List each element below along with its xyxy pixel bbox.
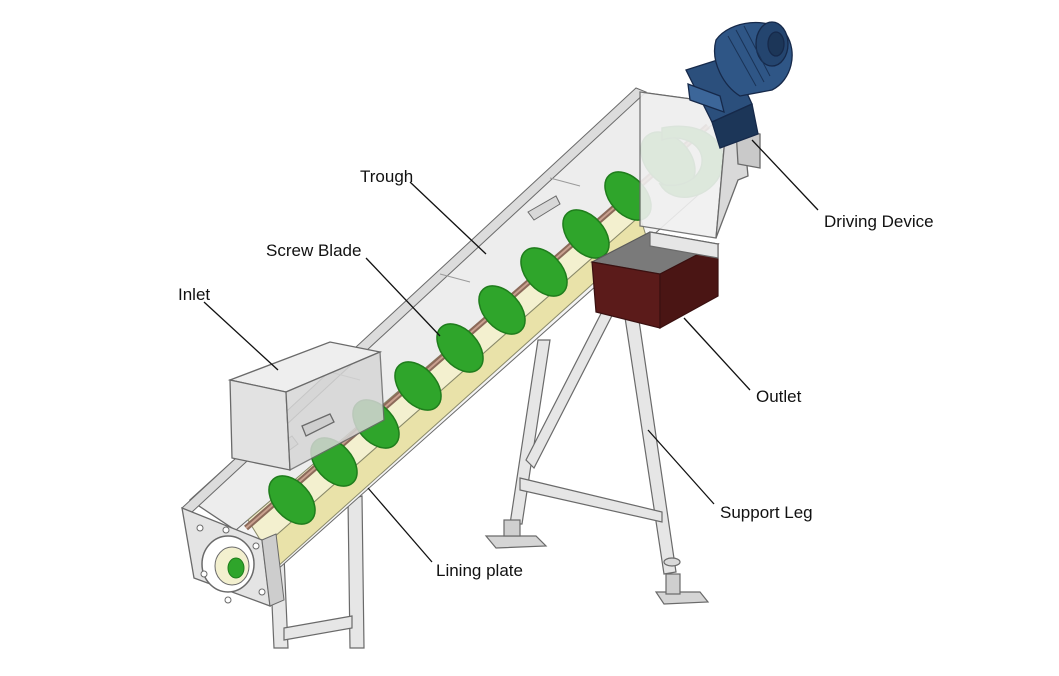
driving-device <box>685 21 793 149</box>
label-trough: Trough <box>360 167 413 186</box>
label-support-leg: Support Leg <box>720 503 813 522</box>
leader-lining-plate <box>367 487 433 563</box>
leader-support-leg <box>647 429 715 505</box>
label-lining-plate: Lining plate <box>436 561 523 580</box>
label-screw-blade: Screw Blade <box>266 241 361 260</box>
discharge-housing <box>639 91 761 239</box>
label-outlet: Outlet <box>756 387 802 406</box>
leader-screw-blade <box>365 257 441 337</box>
callout-labels: Driving Device Trough Screw Blade Inlet … <box>178 167 934 580</box>
inlet-flange <box>181 506 285 607</box>
inlet <box>227 341 385 472</box>
leader-trough <box>409 181 487 255</box>
outlet <box>590 231 720 330</box>
label-driving-device: Driving Device <box>824 212 934 231</box>
leader-lines <box>203 139 819 563</box>
leader-driving-device <box>751 139 819 211</box>
leader-outlet <box>683 317 751 391</box>
label-inlet: Inlet <box>178 285 210 304</box>
leader-inlet <box>203 301 279 371</box>
